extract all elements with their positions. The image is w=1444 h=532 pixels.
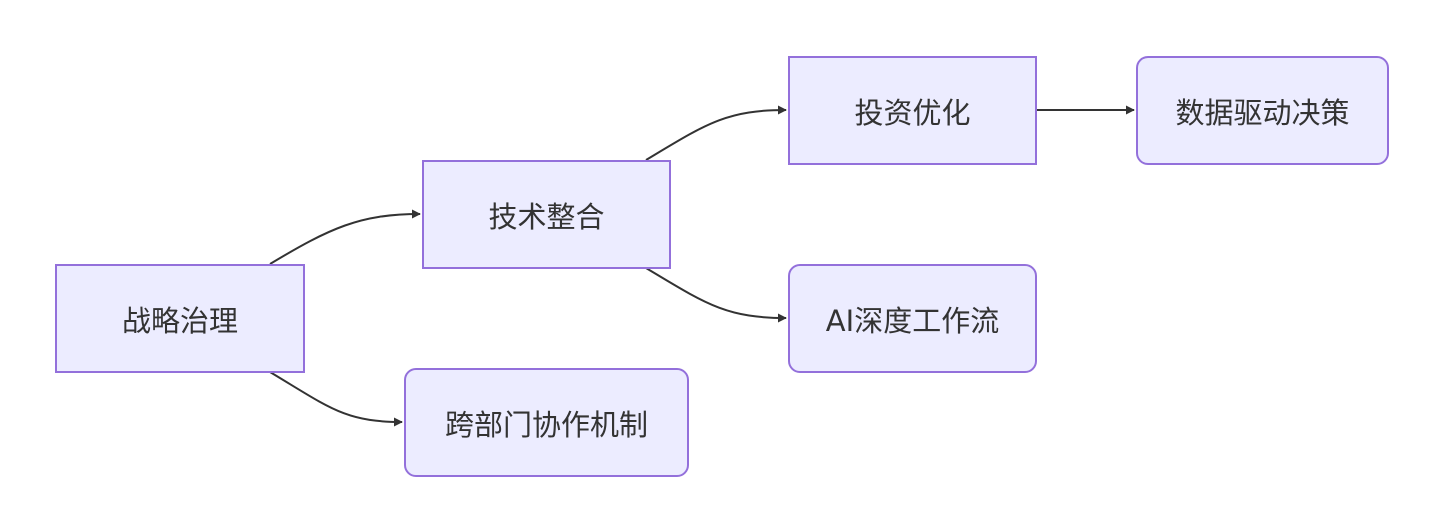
node-investment-optimization[interactable]: 投资优化 <box>788 56 1037 165</box>
node-label: 数据驱动决策 <box>1175 95 1350 130</box>
node-data-driven-decision[interactable]: 数据驱动决策 <box>1136 56 1389 165</box>
edge-tech-to-invest <box>645 105 787 161</box>
node-label: 技术整合 <box>488 199 605 234</box>
node-cross-dept-collab[interactable]: 跨部门协作机制 <box>404 368 689 477</box>
node-label: AI深度工作流 <box>825 303 1000 338</box>
node-label: 战略治理 <box>121 303 238 338</box>
node-label: 跨部门协作机制 <box>444 407 648 442</box>
edge-tech-to-ai <box>645 267 787 323</box>
edge-strategy-to-tech <box>269 209 421 265</box>
node-label: 投资优化 <box>854 95 971 130</box>
edge-strategy-to-collab <box>269 371 403 427</box>
node-ai-workflow[interactable]: AI深度工作流 <box>788 264 1037 373</box>
node-strategy[interactable]: 战略治理 <box>55 264 305 373</box>
node-tech-integration[interactable]: 技术整合 <box>422 160 671 269</box>
